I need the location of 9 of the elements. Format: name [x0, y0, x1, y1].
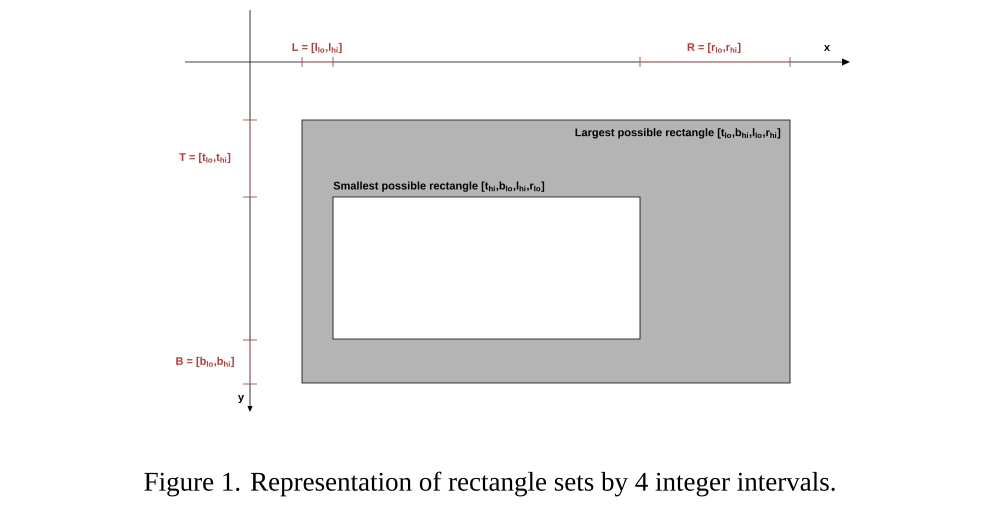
axis-label: x	[824, 45, 830, 51]
interval-label: B = [b$_{lo}$,b$_{hi}$]	[176, 356, 234, 368]
axis-label: y	[238, 394, 244, 404]
interval-label: L = [l$_{lo}$,l$_{hi}$]	[292, 42, 342, 54]
rectangle: Smallest possible rectangle [t$_{hi}$,b$_{lo}$,l$_{hi}$,r$_{lo}$]	[332, 182, 640, 340]
interval-label: R = [r$_{lo}$,r$_{hi}$]	[688, 42, 740, 54]
node-label: Smallest possible rectangle [t$_{hi}$,b$_{lo}$,l$_{hi}$,r$_{lo}$]	[334, 182, 544, 192]
interval-label: T = [t$_{lo}$,t$_{hi}$]	[179, 152, 230, 164]
caption: Figure 1. Representation of rectangle sets by 4 integer intervals.	[144, 472, 835, 496]
